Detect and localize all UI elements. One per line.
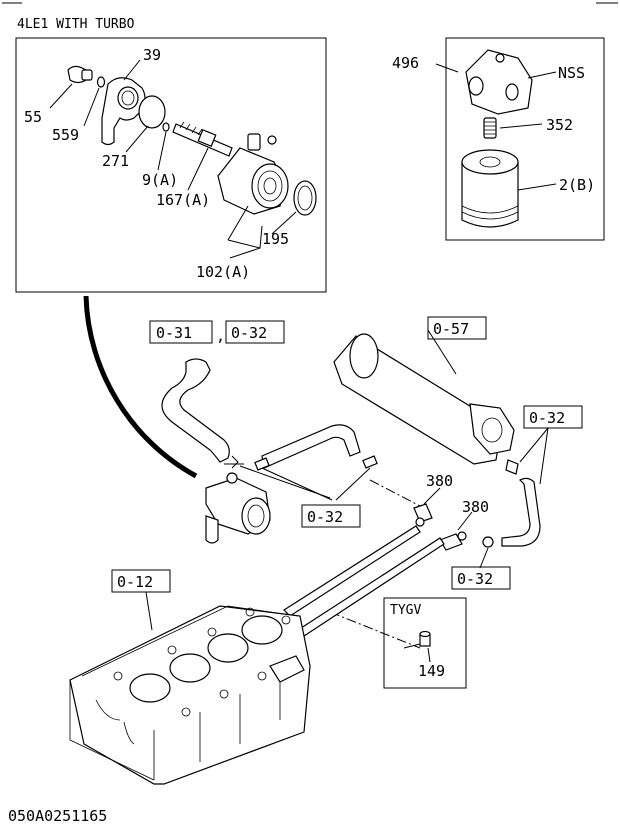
leader-55 — [49, 83, 73, 109]
o-ring-9a — [162, 122, 170, 132]
callout-195: 195 — [262, 230, 289, 248]
ref-0-57[interactable]: 0-57 — [433, 320, 469, 338]
leader-167a — [187, 147, 209, 191]
cooler-cover-39 — [101, 77, 146, 146]
leader-195 — [271, 211, 297, 235]
hose-right — [501, 477, 541, 547]
engine-block-0-12 — [69, 605, 311, 785]
hose-upper-mid — [261, 424, 361, 469]
leader-0-32-mid-b — [261, 467, 333, 501]
callout-102a: 102(A) — [196, 263, 250, 281]
tygv-label: TYGV — [390, 603, 421, 618]
leader-0-32-right-a — [519, 427, 549, 463]
plug-149 — [419, 630, 431, 647]
relief-valve-167a — [172, 121, 233, 157]
ref-comma: , — [216, 327, 225, 345]
leader-nss — [527, 71, 557, 79]
ref-box-0-32-top — [225, 320, 285, 344]
gasket-195-inner — [297, 185, 313, 211]
leader-102a-c — [229, 247, 261, 259]
washer-559 — [96, 76, 106, 88]
leader-352 — [499, 123, 543, 129]
callout-149: 149 — [418, 662, 445, 680]
ref-box-0-32-mid — [301, 504, 361, 528]
assembled-oil-cooler — [205, 472, 271, 544]
leader-271 — [125, 125, 149, 153]
filter-detail-frame — [445, 37, 605, 241]
leader-380-a — [423, 487, 441, 505]
leader-0-32-mid-c — [335, 467, 371, 501]
hose-clamp-c — [505, 459, 519, 475]
filter-head-496 — [465, 49, 533, 115]
ref-0-32-top[interactable]: 0-32 — [231, 324, 267, 342]
callout-9a: 9(A) — [142, 171, 178, 189]
callout-167a: 167(A) — [156, 191, 210, 209]
water-pipe-0-57 — [333, 333, 515, 465]
nipple-352 — [483, 117, 497, 139]
bolt-55 — [67, 65, 93, 84]
callout-2b: 2(B) — [559, 176, 595, 194]
connector-380-a — [413, 503, 433, 527]
callout-nss: NSS — [558, 64, 585, 82]
leader-496 — [435, 63, 459, 73]
leader-0-12 — [145, 591, 153, 631]
leader-9a — [157, 131, 167, 171]
leader-559 — [83, 87, 100, 127]
ref-0-32-right[interactable]: 0-32 — [529, 409, 565, 427]
diagram-title: 4LE1 WITH TURBO — [17, 17, 135, 32]
detail-pointer-curve — [83, 295, 198, 479]
oil-filter-2b — [461, 149, 519, 228]
oil-cooler-102a — [217, 133, 289, 215]
clip-low — [482, 536, 494, 548]
callout-55: 55 — [24, 108, 42, 126]
ref-0-32-mid[interactable]: 0-32 — [307, 508, 343, 526]
ref-box-0-32-right — [523, 405, 583, 429]
ref-0-12[interactable]: 0-12 — [117, 573, 153, 591]
callout-271: 271 — [102, 152, 129, 170]
tygv-frame — [383, 597, 467, 689]
ref-0-31[interactable]: 0-31 — [156, 324, 192, 342]
hose-clamp-a — [254, 457, 270, 471]
leader-380-b — [457, 511, 473, 531]
gasket-195 — [293, 180, 317, 216]
leader-149-b — [403, 643, 421, 649]
o-ring-271 — [138, 95, 166, 129]
callout-380-b: 380 — [462, 498, 489, 516]
leader-149 — [427, 647, 431, 663]
leader-0-32-low — [479, 547, 489, 569]
callout-39: 39 — [143, 46, 161, 64]
alignment-line-b — [329, 611, 421, 649]
callout-380-a: 380 — [426, 472, 453, 490]
ref-box-0-31 — [149, 320, 213, 344]
ref-box-0-12 — [111, 569, 171, 593]
connector-380-b — [439, 531, 467, 551]
alignment-line-a — [369, 479, 421, 507]
leader-0-32-right-b — [539, 427, 549, 485]
oil-cooler-detail-frame — [15, 37, 327, 293]
leader-2b — [517, 183, 557, 191]
callout-352: 352 — [546, 116, 573, 134]
ref-box-0-32-low — [451, 566, 511, 590]
fitting-mark — [231, 455, 239, 469]
hose-clamp-b — [362, 455, 378, 469]
leader-0-57 — [427, 329, 457, 375]
drawing-code: 050A0251165 — [8, 807, 107, 825]
leader-102a-b — [227, 205, 249, 241]
hose-0-31 — [161, 358, 230, 463]
callout-496: 496 — [392, 54, 419, 72]
leader-39 — [123, 59, 141, 81]
ref-box-0-57 — [427, 316, 487, 340]
ref-0-32-low[interactable]: 0-32 — [457, 570, 493, 588]
callout-559: 559 — [52, 126, 79, 144]
leader-102a — [227, 225, 263, 249]
